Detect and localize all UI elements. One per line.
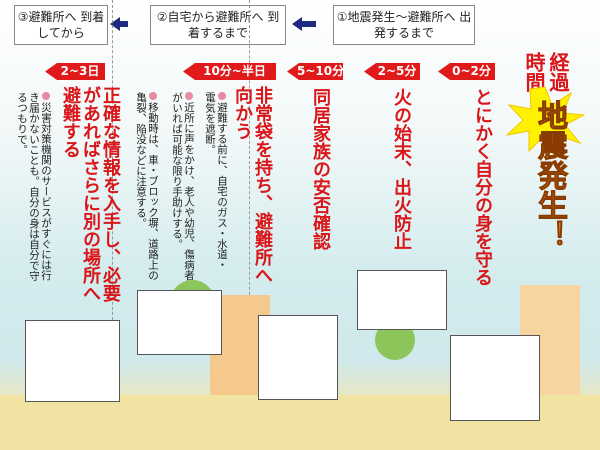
earthquake-heading: 地震発生！	[532, 100, 568, 251]
illustration-shelter-people	[25, 320, 120, 402]
illustration-take-cover	[450, 335, 540, 421]
note: 避難する前に、自宅のガス・水道・電気を遮断。	[204, 92, 228, 270]
action-evacuate: 非常袋を持ち、避難所へ向かう	[232, 86, 273, 284]
time-tag: 2~3日	[45, 63, 105, 80]
bullet-icon	[42, 92, 50, 100]
divider	[112, 0, 113, 330]
note: 近所に声をかけ、老人や幼児、傷病者がいれば可能な限り手助けする。	[171, 92, 195, 281]
action-protect-self: とにかく自分の身を守る	[472, 88, 493, 286]
arrow-left-icon	[292, 17, 316, 31]
time-tag: 5~10分	[287, 63, 343, 80]
bullet-icon	[149, 92, 157, 100]
time-tag: 10分~半日	[183, 63, 276, 80]
time-tag: 0~2分	[438, 63, 495, 80]
arrow-left-icon	[110, 17, 128, 31]
bullet-icon	[218, 92, 226, 100]
action-info: 正確な情報を入手し、必要があればさらに別の場所へ避難する	[60, 86, 121, 302]
illustration-shelter-tent	[137, 290, 222, 355]
stage-2-box: ②自宅から避難所へ 到着するまで	[150, 5, 286, 45]
stage-3-box: ③避難所へ 到着してから	[14, 5, 108, 45]
time-tag: 2~5分	[364, 63, 420, 80]
action-family-check: 同居家族の安否確認	[310, 88, 331, 250]
stage-1-box: ①地震発生～避難所へ 出発するまで	[333, 5, 475, 45]
divider	[249, 0, 250, 330]
elapsed-time-heading: 経過時間	[522, 52, 570, 92]
illustration-family	[258, 315, 338, 400]
note: 災害対策機関のサービスがすぐには行き届かないことも。自分の身は自分で守るつもりで…	[16, 92, 52, 281]
starburst-icon	[505, 86, 585, 155]
illustration-gas-off	[357, 270, 447, 330]
action-fire: 火の始末、出火防止	[391, 88, 412, 250]
note: 移動時は、車・ブロック塀、道路上の亀裂、陥没などに注意する。	[135, 92, 159, 281]
bullet-icon	[185, 92, 193, 100]
